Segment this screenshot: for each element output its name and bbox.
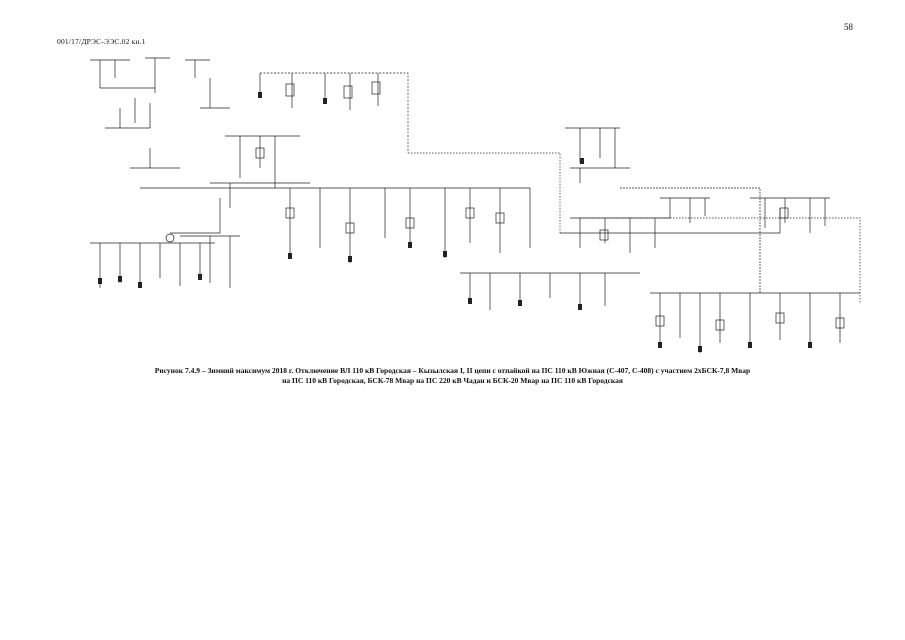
- page-number: 58: [844, 22, 853, 32]
- figure-caption: Рисунок 7.4.9 – Зимний максимум 2018 г. …: [80, 366, 825, 386]
- document-code: 001/17/ДРЭС-ЭЭС.02 кн.1: [57, 37, 146, 46]
- caption-line-2: на ПС 110 кВ Городская, БСК-78 Мвар на П…: [282, 376, 623, 385]
- power-network-schematic: [90, 57, 861, 353]
- caption-line-1: Рисунок 7.4.9 – Зимний максимум 2018 г. …: [154, 366, 751, 375]
